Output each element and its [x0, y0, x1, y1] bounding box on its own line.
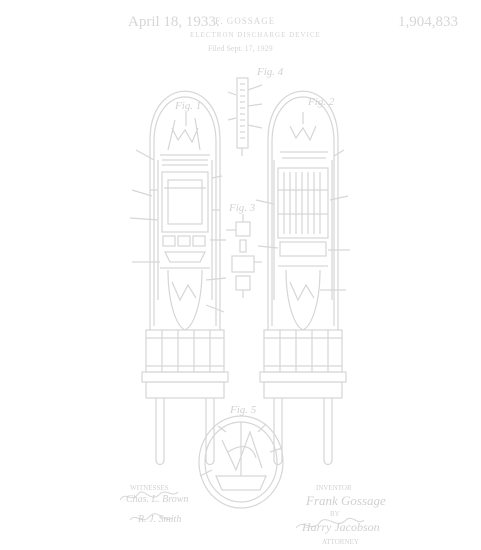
- witness-label: WITNESSES: [130, 484, 169, 492]
- inventor-signature: Frank Gossage: [306, 493, 386, 508]
- fig2-tube: [255, 90, 350, 466]
- patent-date: April 18, 1933.: [128, 14, 220, 30]
- signature-marks: [119, 491, 365, 529]
- fig3-label: Fig. 3: [229, 202, 256, 214]
- witness-signature-2: R. J. Smith: [138, 514, 182, 525]
- fig2-label: Fig. 2: [308, 96, 335, 108]
- by-label: BY: [330, 510, 340, 518]
- fig3-drawing: [226, 214, 262, 298]
- patent-number: 1,904,833: [398, 14, 458, 30]
- fig4-drawing: [227, 77, 263, 156]
- fig4-label: Fig. 4: [257, 66, 284, 78]
- fig5-label: Fig. 5: [230, 404, 257, 416]
- attorney-signature: Harry Jacobson: [302, 520, 380, 534]
- fig1-label: Fig. 1: [175, 100, 202, 112]
- inventor-label: INVENTOR: [316, 484, 352, 492]
- attorney-label: ATTORNEY: [322, 538, 359, 546]
- patent-title: ELECTRON DISCHARGE DEVICE: [190, 31, 321, 39]
- fig5-drawing: [198, 415, 284, 509]
- inventor-name-header: F. GOSSAGE: [215, 16, 276, 26]
- witness-signature-1: Chas. L. Brown: [126, 494, 189, 505]
- filed-date: Filed Sept. 17, 1929: [208, 44, 273, 53]
- fig1-tube: [129, 90, 229, 466]
